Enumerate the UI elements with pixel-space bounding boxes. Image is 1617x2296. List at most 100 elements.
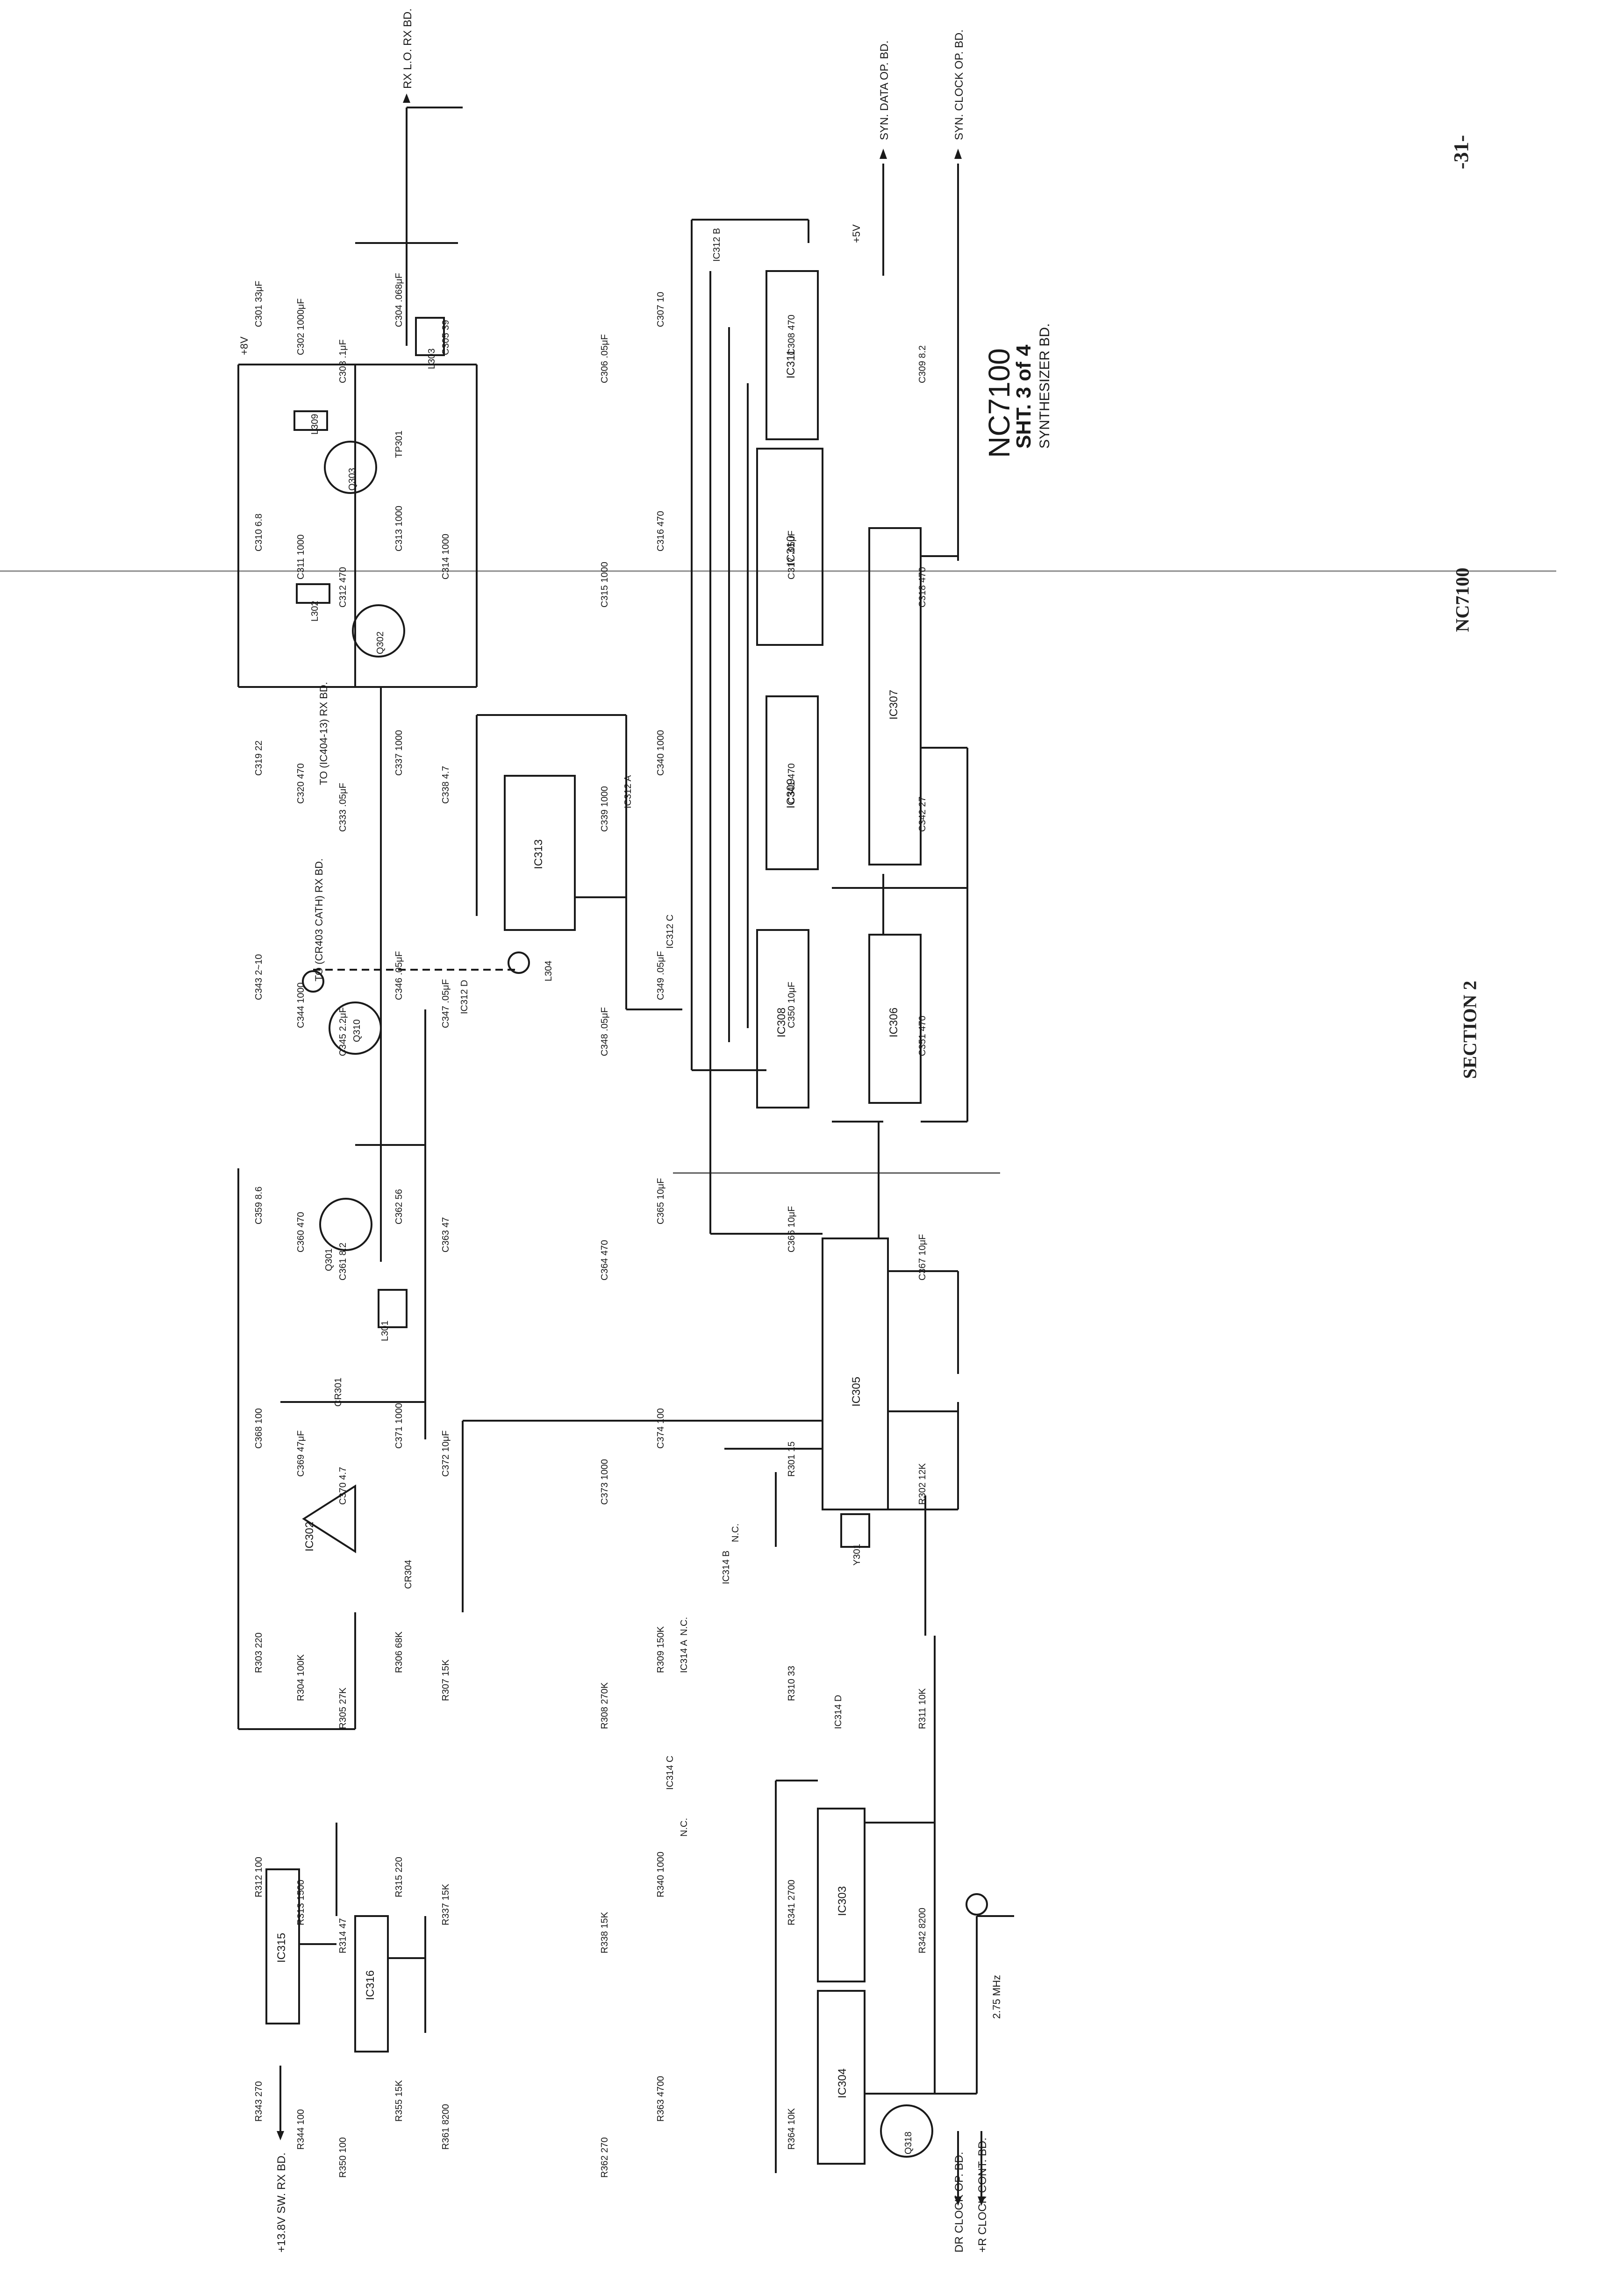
component-label: R305 27K xyxy=(338,1687,348,1729)
ic307-label: IC307 xyxy=(887,690,900,720)
component-label: C308 470 xyxy=(787,315,797,355)
component-label: C306 .05μF xyxy=(600,334,610,383)
component-label: C346 .05μF xyxy=(394,951,404,1000)
component-label: R310 33 xyxy=(787,1666,797,1701)
component-label: R315 220 xyxy=(394,1857,404,1897)
ic308-label: IC308 xyxy=(775,1008,788,1037)
component-label: R302 12K xyxy=(917,1463,928,1505)
ic313-label: IC313 xyxy=(532,839,545,869)
ic312d-label: IC312 D xyxy=(459,980,470,1014)
component-label: C315 1000 xyxy=(600,562,610,608)
component-label: C338 4.7 xyxy=(441,766,451,804)
page-number: -31- xyxy=(1450,135,1473,170)
component-label: C317 .05μF xyxy=(787,530,797,579)
to-cr403-connector-label: TO (CR403 CATH) RX BD. xyxy=(313,858,325,981)
l309-label: L309 xyxy=(310,414,320,435)
component-label: R342 8200 xyxy=(917,1908,928,1953)
ic309-label: IC309 xyxy=(785,779,797,808)
component-label: C305 39 xyxy=(441,320,451,355)
plus8v-label: +8V xyxy=(238,336,250,355)
component-label: C348 .05μF xyxy=(600,1007,610,1056)
component-label: C303 .1μF xyxy=(338,339,348,383)
y301-label: Y301 xyxy=(852,1544,862,1566)
component-label: R364 10K xyxy=(787,2108,797,2150)
component-label: C363 47 xyxy=(441,1217,451,1252)
l302-label: L302 xyxy=(310,601,320,622)
component-label: R350 100 xyxy=(338,2137,348,2178)
component-label: C337 1000 xyxy=(394,730,404,776)
q302-label: Q302 xyxy=(375,631,386,654)
component-label: R313 1500 xyxy=(296,1880,306,1925)
syn-clock-connector-label: SYN. CLOCK OP. BD. xyxy=(953,29,966,140)
component-label: C340 1000 xyxy=(656,730,666,776)
component-label: C374 100 xyxy=(656,1408,666,1449)
cr304-label: CR304 xyxy=(403,1560,414,1589)
component-label: C359 8.6 xyxy=(254,1187,264,1224)
ic303-label: IC303 xyxy=(836,1886,849,1916)
component-label: C310 6.8 xyxy=(254,514,264,551)
section-label: SECTION 2 xyxy=(1459,980,1481,1079)
component-label: C318 470 xyxy=(917,567,928,608)
component-label: C316 470 xyxy=(656,511,666,551)
title-sheet: SHT. 3 of 4 xyxy=(1012,344,1035,449)
component-label: C313 1000 xyxy=(394,506,404,551)
q303-label: Q303 xyxy=(347,468,358,491)
component-label: C314 1000 xyxy=(441,534,451,579)
cr301-label: CR301 xyxy=(333,1378,343,1407)
component-label: C333 .05μF xyxy=(338,783,348,832)
component-label: R303 220 xyxy=(254,1632,264,1673)
ic315-label: IC315 xyxy=(275,1933,288,1963)
tp301-label: TP301 xyxy=(394,430,404,458)
component-label: C350 10μF xyxy=(787,982,797,1028)
ic316-label: IC316 xyxy=(364,1970,377,2000)
clock-cont-connector-label: +R CLOCK CONT. BD. xyxy=(976,2138,989,2253)
component-label: C349 .05μF xyxy=(656,951,666,1000)
q301-label: Q301 xyxy=(324,1248,334,1271)
component-label: R344 100 xyxy=(296,2109,306,2150)
syn-data-connector-label: SYN. DATA OP. BD. xyxy=(878,41,891,140)
ic312a-label: IC312 A xyxy=(623,775,633,808)
component-label: C370 4.7 xyxy=(338,1467,348,1505)
rx-lo-connector-label: RX L.O. RX BD. xyxy=(401,8,414,89)
to-ic404-connector-label: TO (IC404-13) RX BD. xyxy=(318,682,329,785)
ic312c-label: IC312 C xyxy=(665,915,675,949)
q318-label: Q318 xyxy=(903,2131,914,2154)
component-label: C368 100 xyxy=(254,1408,264,1449)
ic310-label: IC310 xyxy=(785,536,797,565)
component-label: C342 27 xyxy=(917,796,928,832)
component-label: R355 15K xyxy=(394,2080,404,2122)
component-label: C320 470 xyxy=(296,763,306,804)
title-model: NC7100 xyxy=(982,348,1016,458)
component-label: C369 47μF xyxy=(296,1431,306,1477)
l301-label: L301 xyxy=(380,1321,390,1342)
component-label: R340 1000 xyxy=(656,1852,666,1897)
ic312b-label: IC312 B xyxy=(712,228,722,262)
component-label: R337 15K xyxy=(441,1883,451,1925)
model-side-label: NC7100 xyxy=(1452,567,1473,632)
component-label: C373 1000 xyxy=(600,1459,610,1505)
component-label: C343 2~10 xyxy=(254,954,264,1000)
component-label: C344 1000 xyxy=(296,982,306,1028)
ic305-label: IC305 xyxy=(850,1377,863,1407)
component-label: C366 10μF xyxy=(787,1206,797,1252)
nc-label-1: N.C. xyxy=(679,1818,689,1837)
component-label: C367 10μF xyxy=(917,1234,928,1280)
ic306-label: IC306 xyxy=(887,1008,900,1037)
l303-label: L303 xyxy=(427,349,437,370)
component-label: C309 8.2 xyxy=(917,345,928,383)
component-label: R341 2700 xyxy=(787,1880,797,1925)
nc-label-2: N.C. xyxy=(679,1617,689,1636)
component-label: R362 270 xyxy=(600,2137,610,2178)
title-board: SYNTHESIZER BD. xyxy=(1037,323,1052,449)
component-label: C365 10μF xyxy=(656,1178,666,1224)
component-label: C341 470 xyxy=(787,763,797,804)
component-label: C345 2.2μF xyxy=(338,1007,348,1056)
component-label: R361 8200 xyxy=(441,2104,451,2150)
component-label: R301 15 xyxy=(787,1441,797,1477)
component-label: R314 47 xyxy=(338,1918,348,1953)
component-label: C312 470 xyxy=(338,567,348,608)
component-label: C311 1000 xyxy=(296,535,306,579)
ic314a-label: IC314 A xyxy=(679,1639,689,1673)
component-label: R308 270K xyxy=(600,1682,610,1729)
